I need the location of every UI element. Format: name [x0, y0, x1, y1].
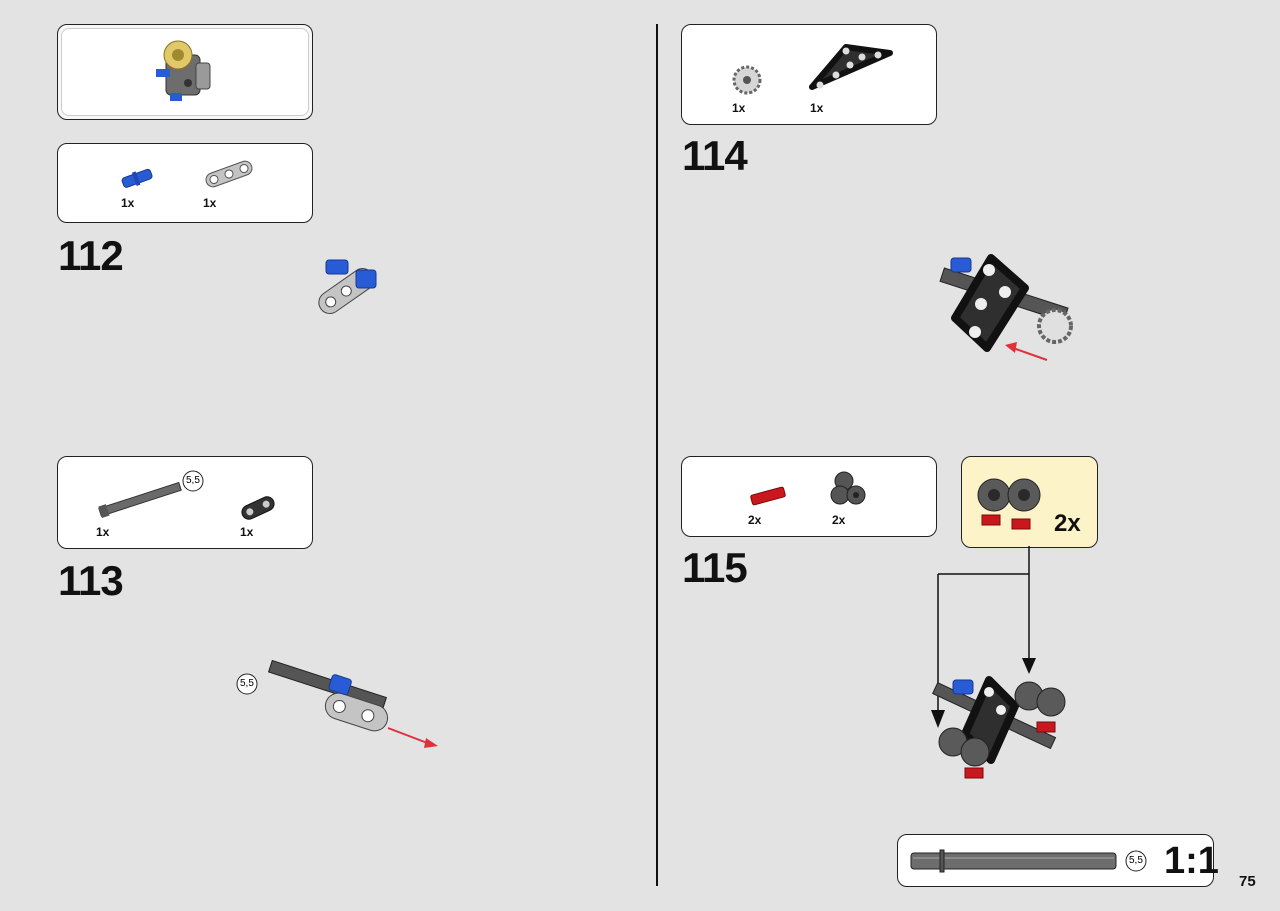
length-callout-icon	[236, 673, 258, 695]
black-beam-icon	[241, 496, 275, 520]
step-113-callout-length: 5,5	[240, 678, 254, 689]
step-112-parts-box: 1x 1x	[57, 143, 313, 223]
step-113-number: 113	[58, 557, 124, 604]
gear-icon	[732, 65, 762, 95]
scale-box: 5,5 1:1	[897, 834, 1219, 887]
step-113-part-1-qty: 1x	[96, 525, 110, 539]
step-113-assembly-illustration	[267, 659, 438, 748]
step-112-part-1-qty: 1x	[121, 196, 135, 210]
step-113-axle-length: 5,5	[186, 475, 200, 486]
step-114-part-1-qty: 1x	[732, 101, 746, 115]
red-pin-icon	[750, 486, 786, 506]
step-112-number: 112	[58, 232, 124, 279]
triangle-plate-icon	[809, 44, 893, 90]
step-112-part-2-qty: 1x	[203, 196, 217, 210]
step-113-part-2-qty: 1x	[240, 525, 254, 539]
step-115-parts-box: 2x 2x	[681, 456, 937, 537]
step-113-parts-box: 5,5 1x 1x	[57, 456, 313, 549]
pin-connector-subassembly-icon	[977, 478, 1041, 530]
length-callout-icon	[1125, 850, 1147, 872]
step-114-part-2-qty: 1x	[810, 101, 824, 115]
subassembly-callout: 2x	[961, 456, 1098, 548]
axle-icon	[98, 481, 182, 518]
step-115-part-1-qty: 2x	[748, 513, 762, 527]
scale-axle-icon	[910, 849, 1117, 873]
scale-label: 1:1	[1164, 840, 1219, 882]
page-number: 75	[1239, 873, 1256, 890]
step-115-number: 115	[682, 544, 748, 591]
length-callout-icon	[182, 470, 204, 492]
step-115-part-2-qty: 2x	[832, 513, 846, 527]
step-112-assembly-illustration	[318, 259, 377, 314]
step-114-parts-box: 1x 1x	[681, 24, 937, 125]
subassembly-preview-frame	[57, 24, 313, 120]
step-115-assembly-illustration	[931, 676, 1066, 779]
pin-connector-icon	[830, 471, 866, 505]
step-114-number: 114	[682, 132, 748, 179]
gearbox-subassembly-icon	[156, 40, 211, 101]
scale-length: 5,5	[1129, 855, 1143, 866]
gray-beam-icon	[205, 160, 253, 188]
subassembly-count: 2x	[1054, 510, 1081, 537]
blue-pin-icon	[121, 168, 153, 188]
page-divider	[656, 24, 658, 886]
step-114-assembly-illustration	[939, 254, 1073, 361]
